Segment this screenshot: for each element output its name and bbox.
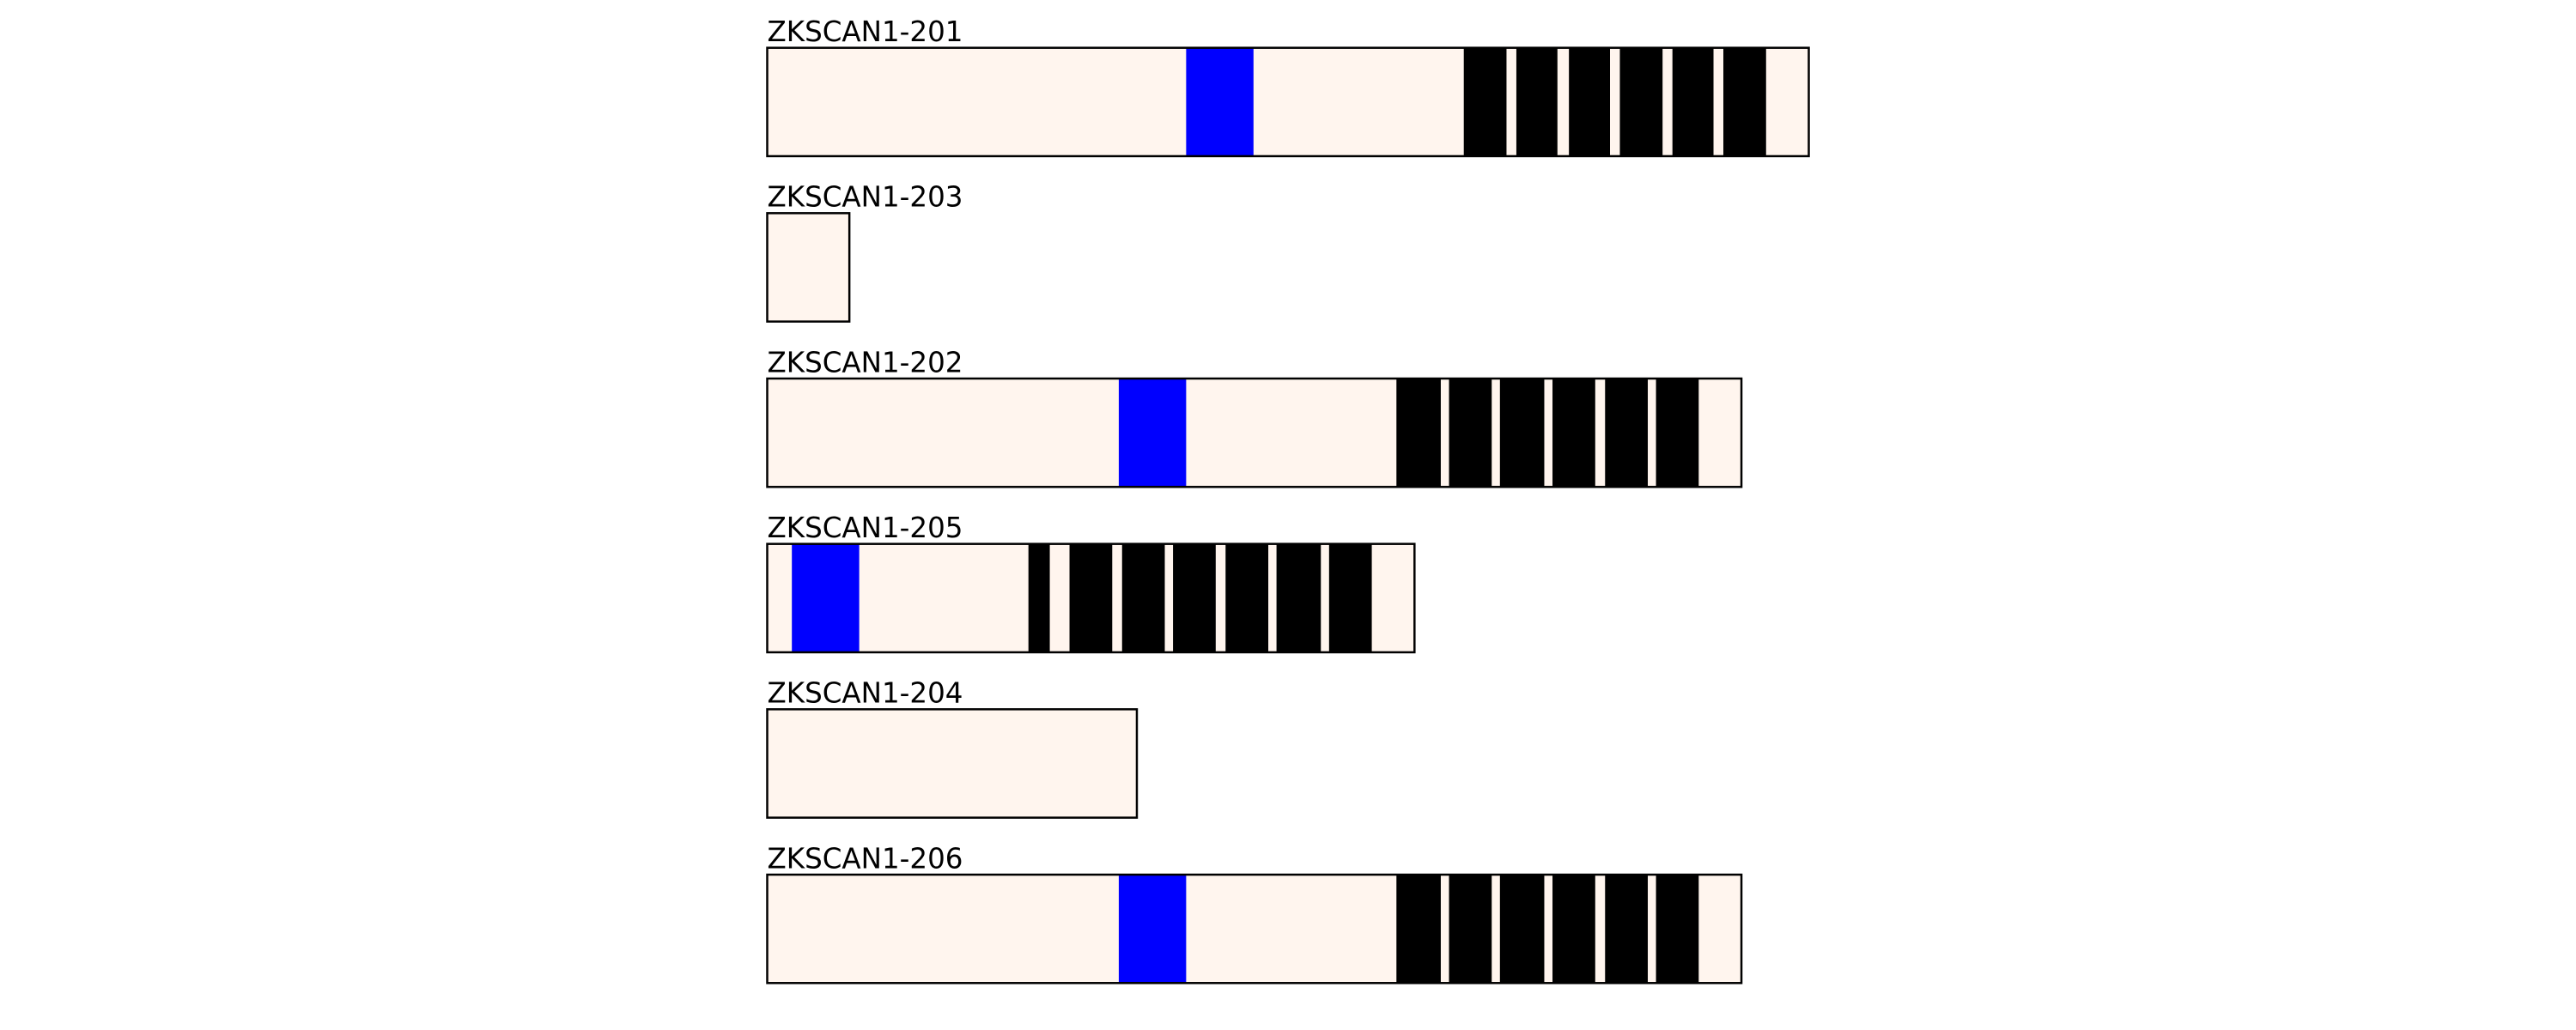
transcript-body — [767, 875, 1742, 984]
feature-bar — [1656, 379, 1699, 488]
feature-bar — [1605, 875, 1649, 984]
feature-bar — [1552, 875, 1595, 984]
transcript-outline — [766, 873, 1743, 985]
transcript-body — [767, 379, 1742, 488]
feature-bar — [1225, 543, 1269, 652]
feature-bar — [1723, 47, 1766, 156]
feature-bar — [1569, 47, 1610, 156]
transcript-label: ZKSCAN1-202 — [767, 346, 963, 379]
feature-bar — [1499, 875, 1545, 984]
transcript-label: ZKSCAN1-204 — [767, 677, 963, 710]
domain-block — [1118, 875, 1187, 984]
domain-block — [1118, 379, 1187, 488]
domain-block — [1186, 47, 1254, 156]
feature-bar — [1605, 379, 1649, 488]
feature-bar — [1499, 379, 1545, 488]
feature-bar — [1619, 47, 1663, 156]
domain-block — [792, 543, 860, 652]
transcript-body — [767, 709, 1137, 818]
transcript-outline — [766, 708, 1139, 819]
feature-bar — [1173, 543, 1216, 652]
feature-bar — [1328, 543, 1372, 652]
feature-bar — [1672, 47, 1714, 156]
feature-bar — [1028, 543, 1050, 652]
feature-bar — [1396, 875, 1441, 984]
feature-bar — [1449, 379, 1492, 488]
feature-bar — [1069, 543, 1113, 652]
transcript-label: ZKSCAN1-206 — [767, 842, 963, 875]
feature-bar — [1396, 379, 1441, 488]
transcript-body — [767, 213, 850, 322]
feature-bar — [1656, 875, 1699, 984]
feature-bar — [1516, 47, 1558, 156]
transcript-outline — [766, 46, 1810, 158]
feature-bar — [1449, 875, 1492, 984]
transcript-outline — [766, 377, 1743, 488]
feature-bar — [1276, 543, 1321, 652]
transcript-outline — [766, 212, 851, 323]
transcript-label: ZKSCAN1-205 — [767, 512, 963, 544]
transcript-label: ZKSCAN1-203 — [767, 181, 963, 214]
feature-bar — [1463, 47, 1507, 156]
feature-bar — [1552, 379, 1595, 488]
feature-bar — [1121, 543, 1165, 652]
transcript-outline — [766, 542, 1416, 654]
transcript-label: ZKSCAN1-201 — [767, 15, 963, 48]
